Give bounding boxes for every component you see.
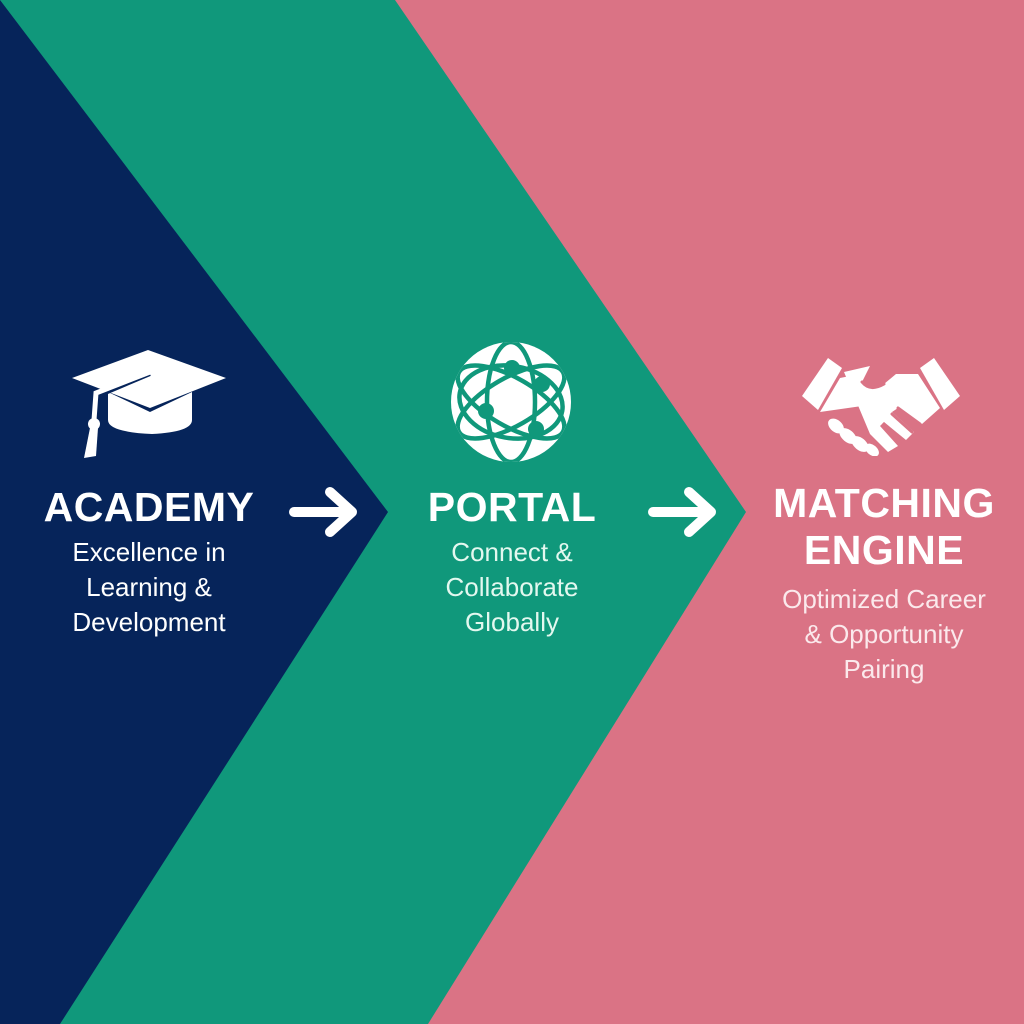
arrow-right-icon bbox=[648, 487, 716, 537]
subtitle-line: Pairing bbox=[843, 654, 925, 684]
subtitle-line: Globally bbox=[465, 607, 559, 637]
handshake-icon bbox=[802, 358, 960, 456]
subtitle-line: Connect & bbox=[451, 537, 573, 567]
arrow-right-icon bbox=[289, 487, 357, 537]
subtitle-line: Collaborate bbox=[445, 572, 579, 602]
stage-portal: PORTAL Connect & Collaborate Globally bbox=[412, 484, 612, 640]
stage-title-line: MATCHING bbox=[773, 480, 995, 526]
subtitle-line: Development bbox=[72, 607, 226, 637]
subtitle-line: Excellence in bbox=[72, 537, 226, 567]
stage-subtitle: Optimized Career & Opportunity Pairing bbox=[744, 582, 1024, 687]
stage-subtitle: Connect & Collaborate Globally bbox=[412, 535, 612, 640]
subtitle-line: Optimized Career bbox=[782, 584, 986, 614]
globe-network-icon bbox=[451, 342, 571, 462]
graduation-cap-icon bbox=[72, 350, 226, 458]
stage-title-line: ENGINE bbox=[803, 527, 965, 573]
subtitle-line: & Opportunity bbox=[804, 619, 964, 649]
subtitle-line: Learning & bbox=[86, 572, 212, 602]
navy-chevron bbox=[0, 0, 388, 1024]
stage-academy: ACADEMY Excellence in Learning & Develop… bbox=[0, 484, 298, 640]
stage-matching-engine: MATCHING ENGINE Optimized Career & Oppor… bbox=[744, 480, 1024, 687]
stage-title: PORTAL bbox=[427, 484, 597, 530]
stage-subtitle: Excellence in Learning & Development bbox=[0, 535, 298, 640]
stage-title: ACADEMY bbox=[43, 484, 255, 530]
stage-title: MATCHING ENGINE bbox=[744, 480, 1024, 574]
